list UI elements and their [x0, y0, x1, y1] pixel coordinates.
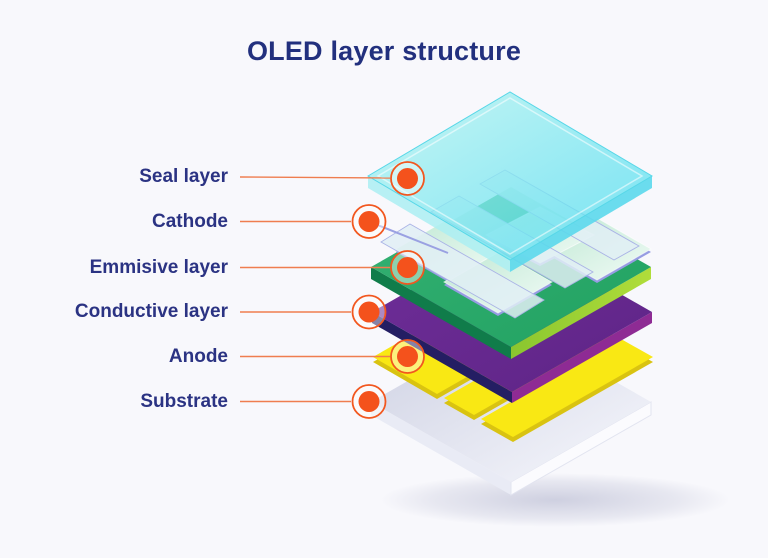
- seal-layer: [367, 91, 653, 272]
- label-anode: Anode: [168, 345, 228, 367]
- label-substrate: Substrate: [140, 390, 228, 412]
- seal-leader-line: [239, 176, 391, 179]
- label-conductive-layer: Conductive layer: [74, 301, 228, 322]
- anode-marker[interactable]: [390, 339, 425, 374]
- page-title: OLED layer structure: [246, 36, 522, 66]
- label-emissive-layer: Emmisive layer: [89, 256, 228, 278]
- substrate-shadow: [380, 473, 730, 527]
- substrate-marker[interactable]: [351, 384, 387, 419]
- label-seal-layer: Seal layer: [139, 166, 228, 187]
- seal-layer-marker[interactable]: [390, 161, 425, 196]
- emissive-layer-marker[interactable]: [390, 250, 425, 285]
- label-cathode: Cathode: [152, 210, 228, 232]
- layer-markers: [351, 161, 425, 419]
- conductive-layer-marker[interactable]: [351, 294, 387, 330]
- cathode-marker[interactable]: [351, 204, 387, 239]
- leader-lines: [239, 176, 391, 403]
- cathode-connector-line: [374, 223, 449, 254]
